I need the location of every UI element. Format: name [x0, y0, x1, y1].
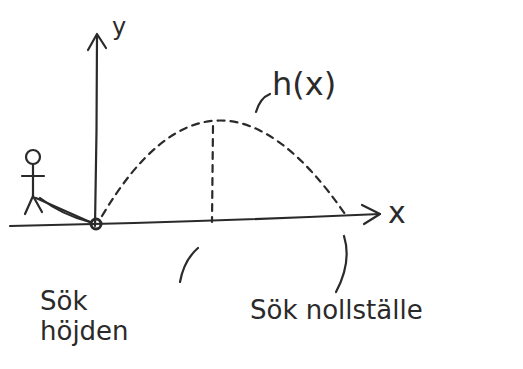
leader-line [256, 94, 270, 112]
x-axis [10, 214, 380, 226]
y-arrowhead [88, 34, 106, 50]
leader-line [180, 248, 198, 282]
trajectory-curve [102, 120, 345, 216]
y-axis [95, 36, 97, 226]
axis-label: y [112, 14, 126, 42]
function-label: h(x) [272, 66, 336, 103]
annotation: Sök nollställe [250, 296, 510, 326]
axis-label: x [388, 196, 406, 231]
origin-dot [91, 219, 101, 229]
x-arrowhead [362, 205, 380, 224]
annotation: Sök höjden [40, 287, 158, 347]
stick-figure [22, 150, 90, 222]
leader-line [336, 236, 347, 292]
vertex-line [212, 126, 213, 222]
